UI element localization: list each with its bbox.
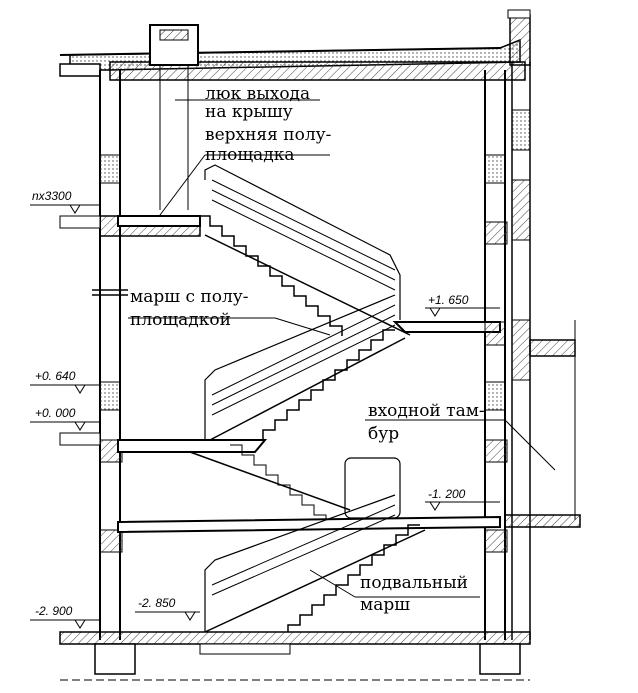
leader-lines: [128, 99, 556, 598]
level-minus-2850: -2. 850: [138, 596, 176, 610]
parapet: [507, 9, 531, 66]
entrance-flight: [230, 444, 401, 526]
middle-flight: [204, 294, 406, 441]
basement-flight: [204, 494, 426, 633]
landing-plus-0000: [117, 439, 351, 511]
upper-landing: [117, 215, 201, 227]
level-minus-2900: -2. 900: [35, 604, 73, 618]
label-flight-1: марш с полу-: [130, 287, 249, 307]
landing-plus-1650: [392, 321, 506, 346]
label-upper-landing-1: верхняя полу-: [205, 125, 331, 145]
entrance-canopy: [504, 320, 581, 528]
level-plus-1650: +1. 650: [428, 293, 469, 307]
left-wall: [92, 70, 128, 640]
right-wall: [484, 62, 531, 640]
level-plus-0640: +0. 640: [35, 369, 76, 383]
level-marks: [30, 204, 500, 629]
landing-minus-1200: [117, 515, 501, 534]
label-basement-2: марш: [360, 595, 410, 615]
label-basement-1: подвальный: [360, 573, 468, 593]
upper-flight: [200, 164, 411, 336]
basement-floor: [59, 631, 531, 681]
level-plus-0000: +0. 000: [35, 406, 76, 420]
label-roof-hatch-2: на крышу: [205, 102, 293, 122]
level-typical: nx3300: [32, 189, 72, 203]
label-vestibule-2: бур: [368, 424, 399, 444]
label-flight-2: площадкой: [130, 310, 231, 330]
roof: [59, 38, 526, 81]
label-vestibule-1: входной там-: [368, 401, 485, 421]
label-upper-landing-2: площадка: [205, 145, 295, 165]
label-roof-hatch-1: люк выхода: [205, 84, 310, 104]
level-minus-1200: -1. 200: [428, 487, 466, 501]
roof-hatch: [149, 24, 199, 210]
